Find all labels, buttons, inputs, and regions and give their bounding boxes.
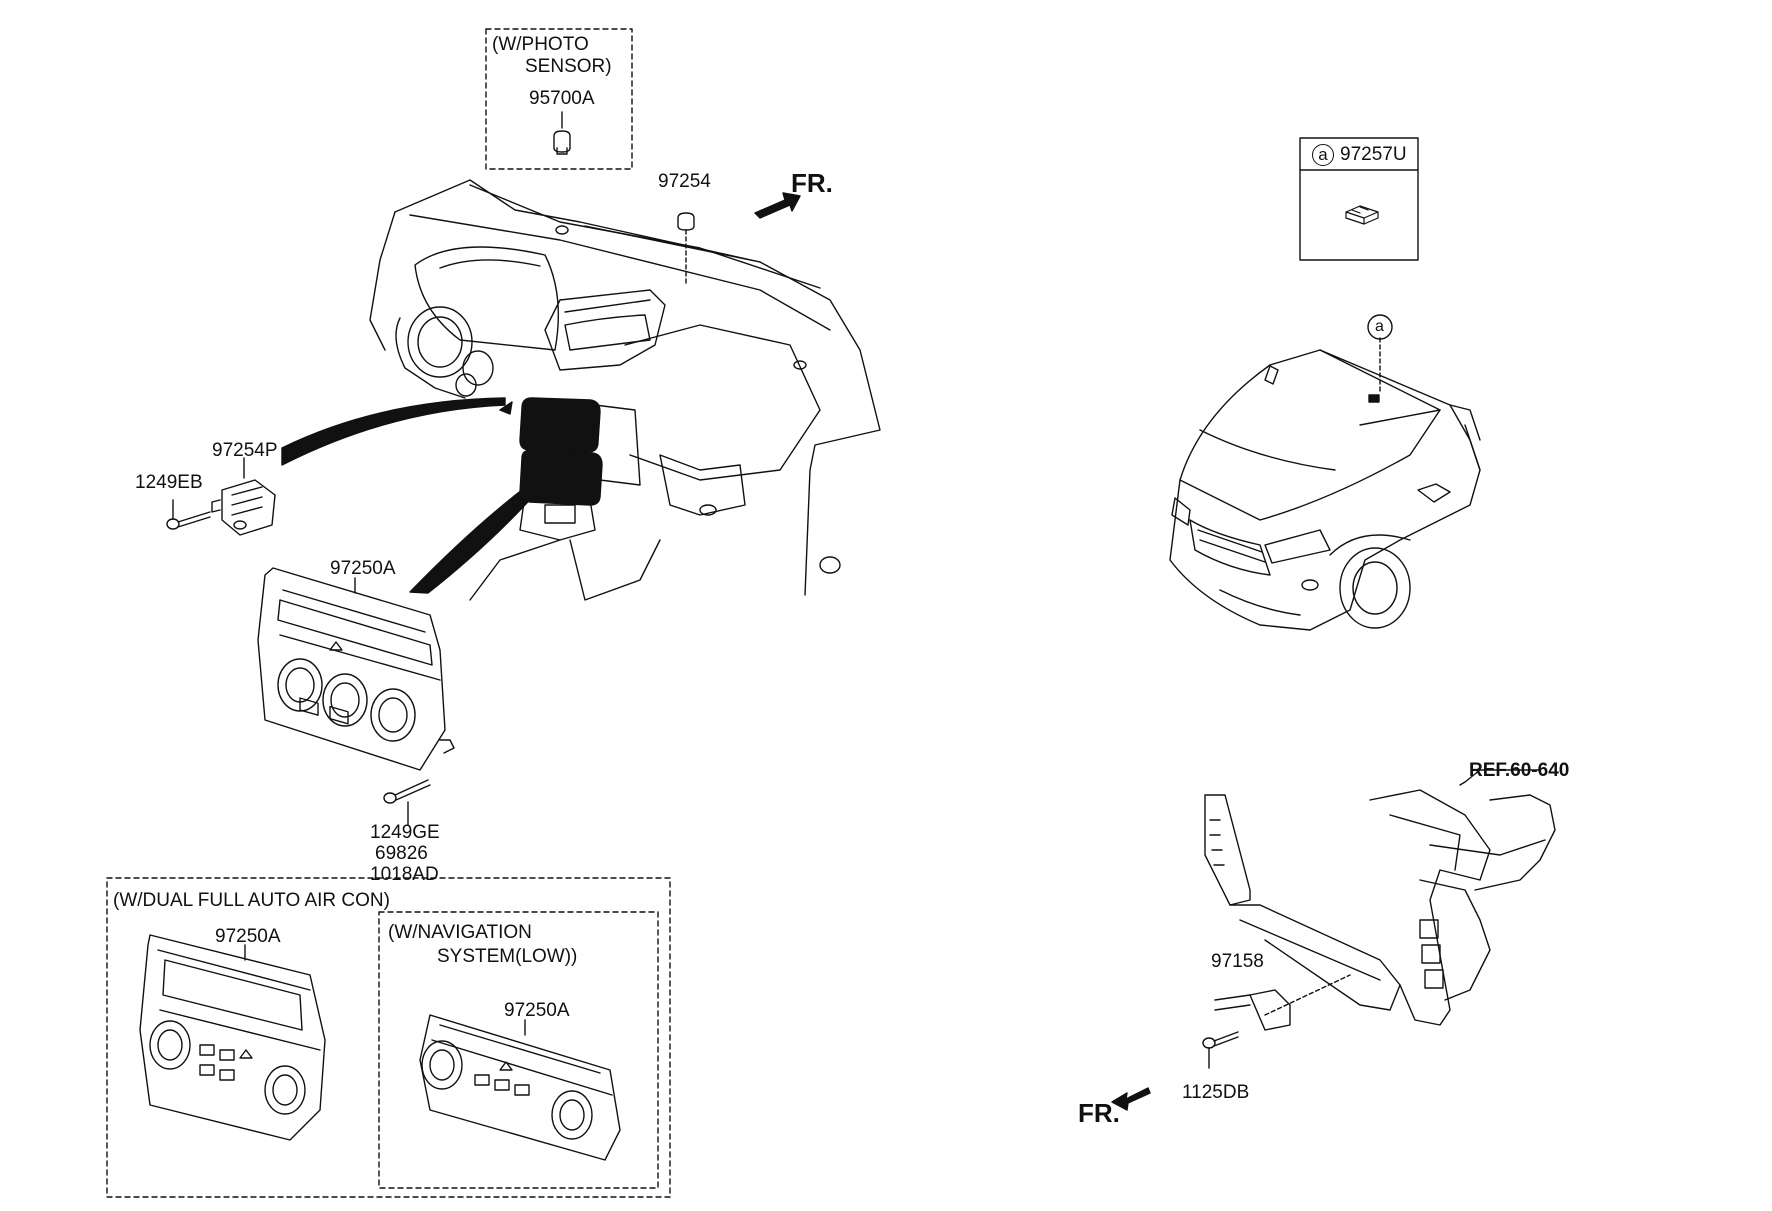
switch-part-97254P: [211, 457, 276, 536]
part-label-97254[interactable]: 97254: [658, 171, 711, 192]
navigation-box: [378, 911, 659, 1189]
part-label-1125DB[interactable]: 1125DB: [1182, 1082, 1250, 1103]
navigation-box-title-line1: (W/NAVIGATION: [388, 922, 532, 943]
part-label-97254P[interactable]: 97254P: [212, 440, 278, 461]
part-97257U-header: a 97257U: [1312, 144, 1407, 166]
part-label-1249EB[interactable]: 1249EB: [135, 472, 203, 493]
callout-a-vehicle-circle: [1367, 314, 1393, 340]
part-label-97250A-dual[interactable]: 97250A: [215, 926, 281, 947]
part-label-1249GE[interactable]: 1249GE: [370, 822, 440, 843]
fr-label-top: FR.: [791, 168, 833, 198]
climate-control-navigation: [419, 1014, 621, 1161]
part-label-97250A-nav[interactable]: 97250A: [504, 1000, 570, 1021]
screw-1249GE: [383, 779, 431, 826]
climate-control-main: [257, 567, 455, 771]
photo-sensor-icon: [553, 111, 571, 155]
dashboard-illustration: [369, 179, 881, 601]
sweep-arrow-97254P: [281, 397, 506, 466]
callout-a-vehicle: a: [1375, 318, 1384, 335]
fr-label-bottom: FR.: [1078, 1098, 1120, 1128]
part-97257U-box: [1299, 137, 1419, 261]
photo-sensor-box: [485, 28, 633, 170]
photo-sensor-box-title-line1: (W/PHOTO: [492, 34, 589, 55]
navigation-box-title-line2: SYSTEM(LOW)): [437, 946, 578, 967]
part-label-69826[interactable]: 69826: [375, 843, 428, 864]
part-label-1018AD[interactable]: 1018AD: [370, 864, 439, 885]
photo-sensor-box-title-line2: SENSOR): [525, 56, 612, 77]
radiator-support-frame: [1202, 769, 1556, 1069]
part-label-97257U[interactable]: 97257U: [1340, 144, 1407, 166]
vehicle-illustration: [1169, 337, 1481, 631]
sweep-arrow-97250A: [409, 477, 546, 594]
fr-arrow-top: [754, 192, 801, 219]
part-label-95700A[interactable]: 95700A: [529, 88, 595, 109]
climate-control-dual: [139, 934, 326, 1141]
part-label-97250A-main[interactable]: 97250A: [330, 558, 396, 579]
rain-sensor-icon: [1345, 205, 1379, 225]
dual-auto-box: [106, 877, 671, 1198]
screw-1249EB: [166, 499, 211, 530]
reference-label[interactable]: REF.60-640: [1469, 760, 1570, 781]
callout-a-box: a: [1312, 144, 1334, 166]
part-label-97158[interactable]: 97158: [1211, 951, 1264, 972]
dual-auto-box-title: (W/DUAL FULL AUTO AIR CON): [113, 890, 390, 911]
fr-arrow-bottom: [1111, 1087, 1151, 1111]
